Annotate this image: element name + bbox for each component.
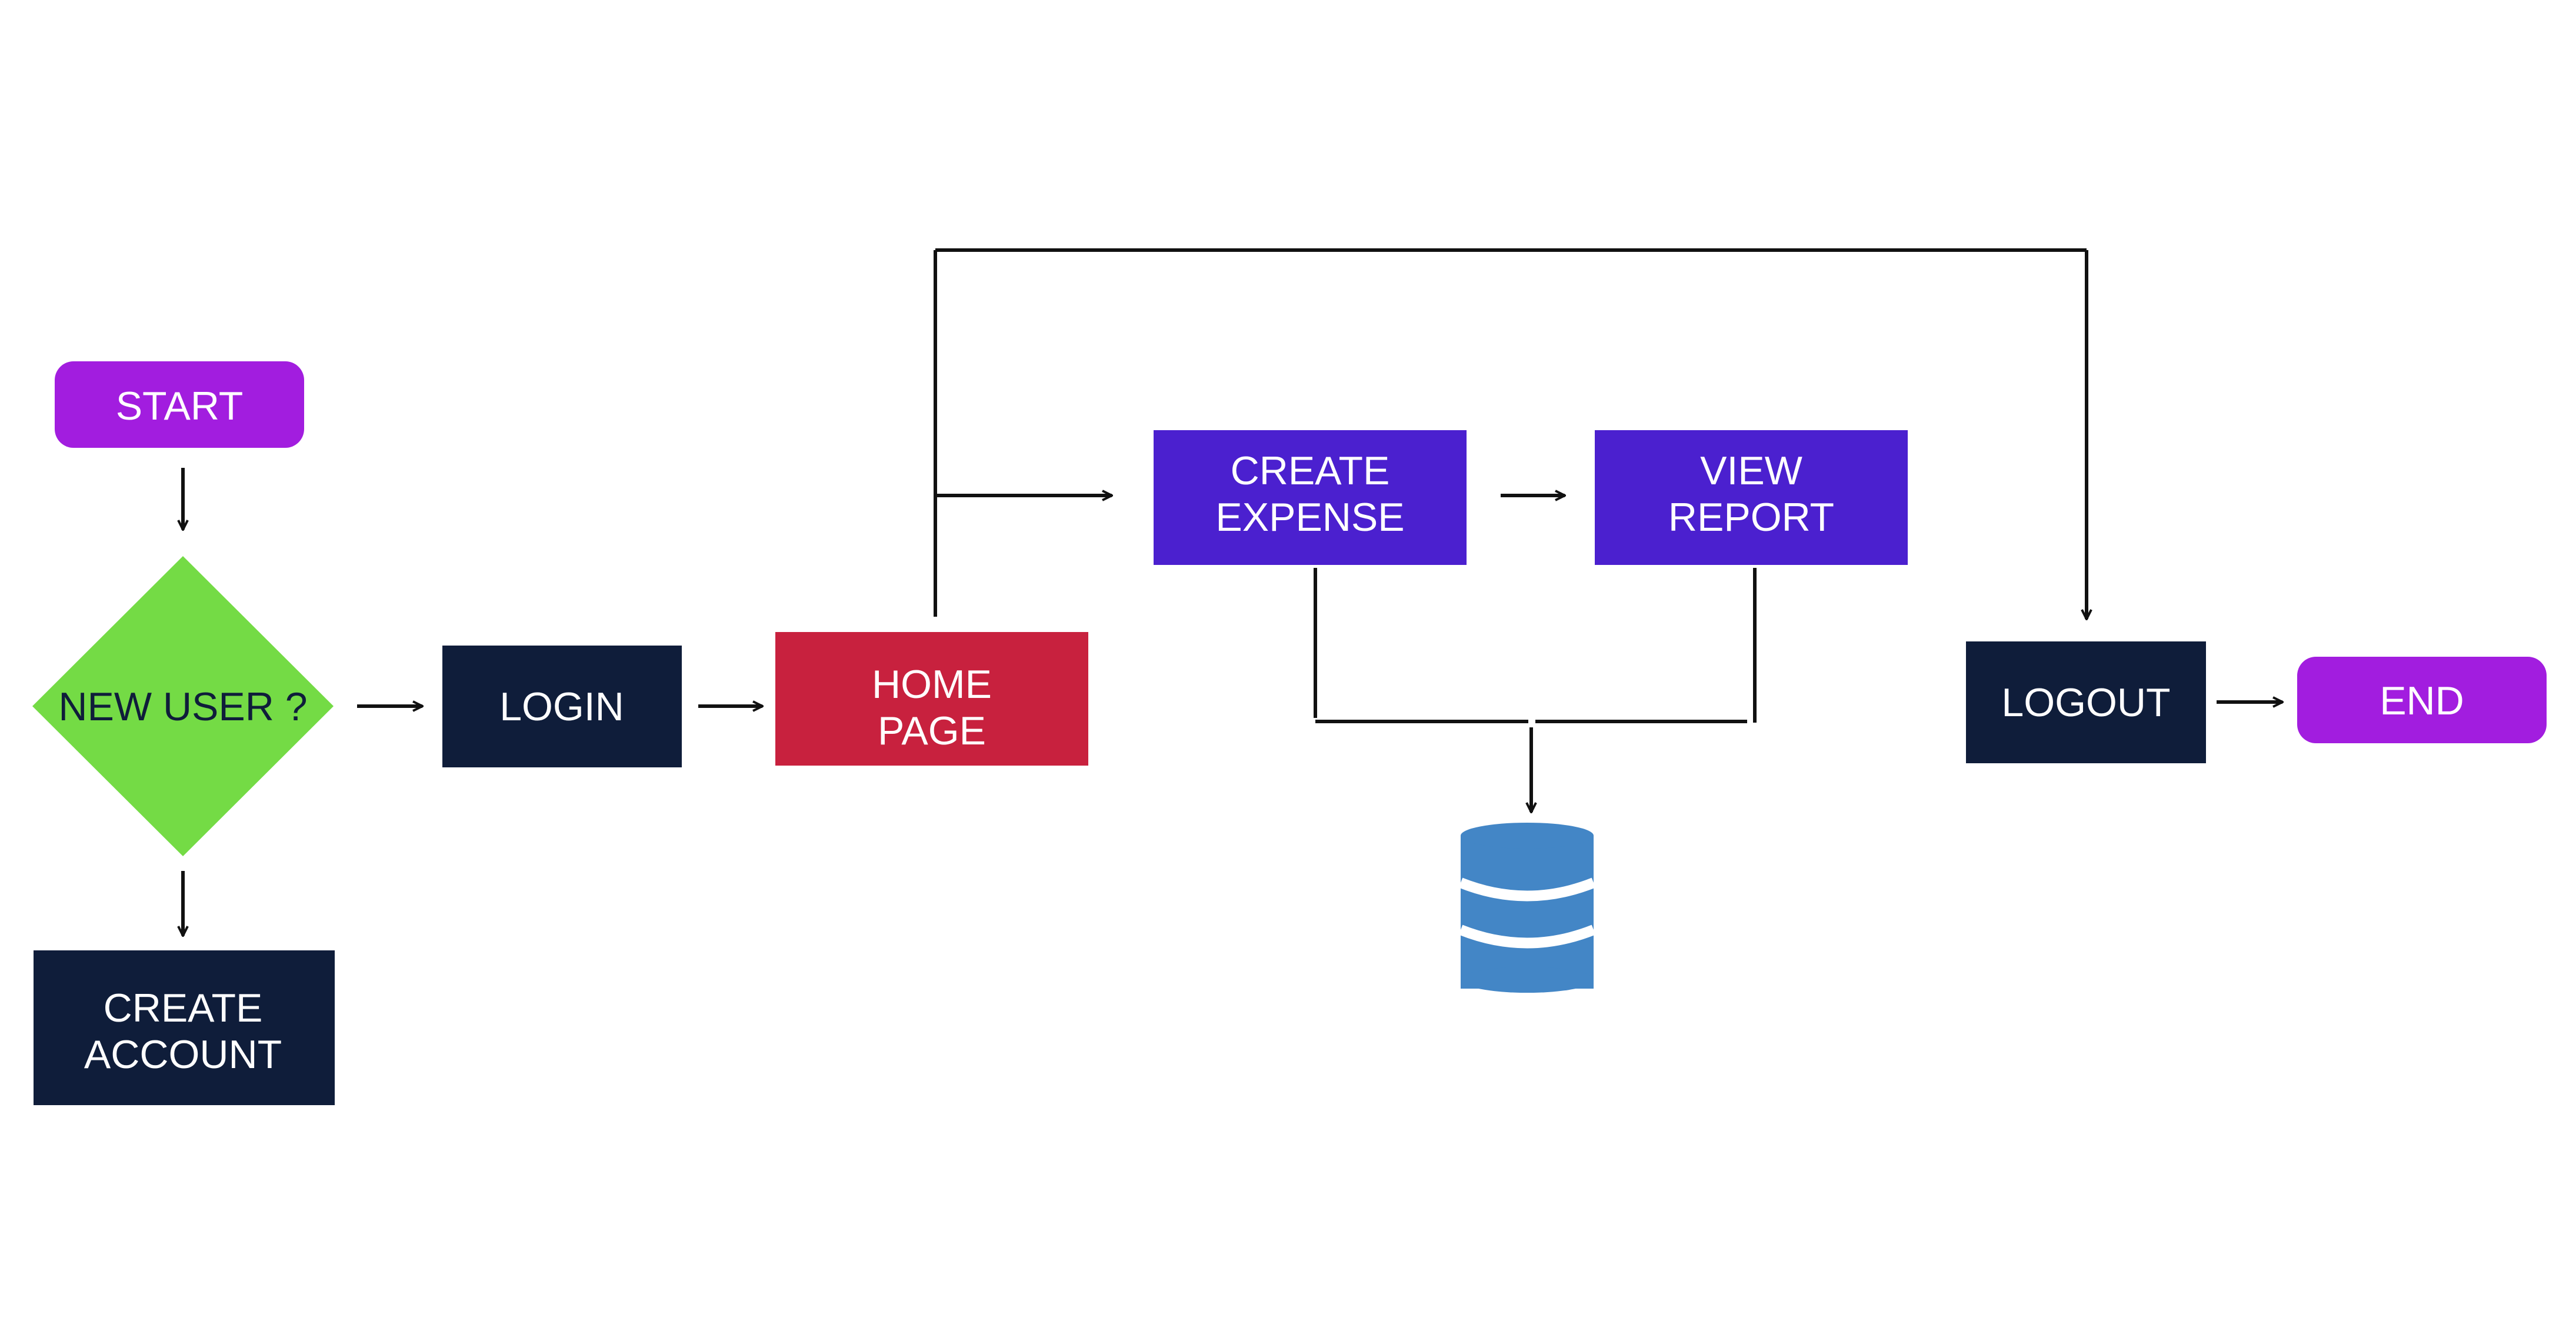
end-label: END [2380,679,2464,723]
login-label: LOGIN [499,684,624,729]
decision-diamond [32,556,334,856]
create-expense-node[interactable]: CREATE EXPENSE [1154,430,1467,565]
db-band-2 [1458,924,1596,949]
create-account-node[interactable]: CREATE ACCOUNT [34,950,335,1105]
create-expense-label-line1: CREATE [1231,448,1390,493]
home-page-box [775,632,1088,766]
view-report-box [1595,430,1908,565]
logout-node[interactable]: LOGOUT [1966,641,2206,763]
view-report-label-line2: REPORT [1668,495,1834,540]
create-expense-box [1154,430,1467,565]
end-node[interactable]: END [2297,657,2547,743]
start-node[interactable]: START [55,361,304,448]
connectors [183,248,2282,936]
logout-label: LOGOUT [2001,680,2170,725]
login-box [442,646,682,767]
end-shape [2297,657,2547,743]
database-icon [1458,823,1596,993]
view-report-node[interactable]: VIEW REPORT [1595,430,1908,565]
create-account-box [34,950,335,1105]
db-top [1461,823,1594,849]
start-label: START [116,384,244,428]
home-page-label-line2: PAGE [878,709,986,753]
create-account-label-line2: ACCOUNT [84,1032,282,1077]
create-expense-label-line2: EXPENSE [1215,495,1404,540]
start-shape [55,361,304,448]
logout-box [1966,641,2206,763]
new-user-decision[interactable]: NEW USER ? [32,556,334,856]
decision-label: NEW USER ? [58,684,307,729]
home-page-node[interactable]: HOME PAGE [775,632,1088,766]
db-bottom [1461,967,1594,993]
login-node[interactable]: LOGIN [442,646,682,767]
db-band-1 [1458,877,1596,902]
home-page-label-line1: HOME [872,662,992,707]
view-report-label-line1: VIEW [1700,448,1802,493]
db-body [1461,836,1594,989]
create-account-label-line1: CREATE [104,986,263,1030]
